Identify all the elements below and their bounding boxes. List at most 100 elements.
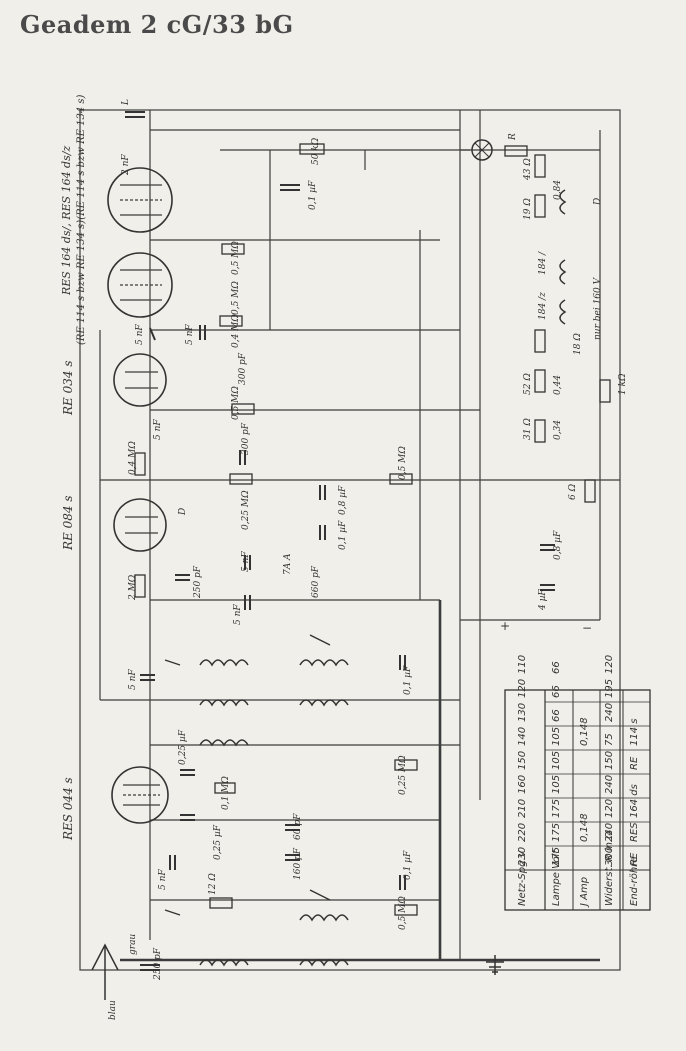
capacitors [125,111,555,971]
table-header-cell: J Amp [579,877,590,908]
label-D2: D [593,198,603,206]
label-tube-re034s: RE 034 s [61,361,75,417]
label-c-4uf: 4 µF [538,589,548,611]
table-cell: 105 [551,775,562,794]
tube-re084s [113,498,167,552]
label-r-05m-d: 0,5 MΩ [398,446,408,480]
table-cell: 150 [517,751,528,770]
label-c-08uf-b: 0,8 µF [553,530,563,560]
label-r-43: 43 Ω [523,158,533,181]
label-r-084: 0,84 [553,180,563,200]
label-c-01uf-c: 0,1 µF [403,665,413,695]
table-header-cell: Netz-Spg.V [517,849,528,906]
table-cell: 120 [517,679,528,698]
ground-symbol [486,955,504,975]
table-cell: 195 [604,679,615,698]
table-cell: 240 [604,775,615,794]
label-blau: blau [108,1000,118,1020]
label-c-025uf: 0,25 µF [178,729,188,765]
table-cell: 66 [551,661,562,674]
table-cell: 175 [551,799,562,818]
label-r-04m: 0,4 MΩ [231,314,241,348]
table-cell: RES [629,822,640,842]
label-c-660pf: 660 pF [311,565,321,598]
table-cell: 120 [604,655,615,674]
label-c-01uf-d: 0,1 µF [403,850,413,880]
label-c-5nf-c: 5 nF [153,419,163,440]
label-c-250pf: 250 pF [193,565,203,599]
label-tube-res044s: RES 044 s [61,777,75,841]
table-cell: RE [629,756,640,770]
label-tube-re084s: RE 084 s [61,496,75,552]
table-cell: 110 [517,655,528,674]
label-r-05m-a: 0,5 MΩ [231,241,241,275]
label-r-044: 0,44 [553,375,563,395]
table-cell: 164 ds [629,784,640,818]
table-cell: 120 [604,799,615,818]
table-cell: 130 [517,703,528,722]
coils [199,189,567,967]
label-c-5nf-e: 5 nF [233,604,243,625]
label-c-2nf: 2 nF [121,154,131,176]
table-cell: 0,148 [579,717,590,746]
label-minus: − [582,621,592,635]
tube-output-1 [107,167,173,233]
label-c-300pf-a: 300 pF [238,352,248,385]
label-c-5nf-d: 5 nF [241,551,251,572]
label-7a: 7A [283,562,293,575]
table-header-cell: Lampe Volt [551,849,562,906]
page-title: Geadem 2 cG/33 bG [20,10,294,39]
label-c-5nf-g: 5 nF [158,869,168,890]
horizontal-lines [100,129,620,901]
tube-output-2 [107,252,173,318]
table-cell: 220 [517,823,528,842]
schematic-frame [79,109,621,971]
label-c-5nf-b: 5 nF [185,324,195,345]
label-tube-out-1: RES 164 ds/, RES 164 ds/z [60,146,73,296]
table-cell: 240 [604,823,615,842]
label-r-18: 18 Ω [573,333,583,355]
label-r-52: 52 Ω [523,373,533,395]
label-L: L [121,99,131,106]
label-plus: + [500,619,510,633]
label-R: R [508,133,518,141]
label-c-01uf-b: 0,1 µF [338,520,348,550]
vertical-lines [99,110,601,960]
label-r-05m-c: 0,5 MΩ [231,386,241,420]
table-cell: 75 [604,733,615,746]
table-cell: 175 [551,847,562,866]
table-cell: 66 [551,685,562,698]
tube-res044s [111,766,169,824]
table-cell: RE [629,852,640,866]
label-grau: grau [128,934,138,955]
table-cell: 140 [517,727,528,746]
table-cell: 105 [551,727,562,746]
label-r-05m-e: 0,5 MΩ [398,896,408,930]
table-cell: 66 [551,709,562,722]
label-tube-out-2: (RE 114 s bzw RE 134 s)(RE 114 s bzw RE … [76,95,87,345]
label-nur-bei: nur bei 160 V [593,276,603,340]
table-cell: 175 [551,823,562,842]
voltage-table: Netz-Spg.V Lampe Volt J Amp Widerst. R in Ω… [504,655,651,911]
label-r-04m-b: 0,4 MΩ [128,441,138,475]
label-r-50k: 50 kΩ [311,137,321,165]
label-r-1k: 1 kΩ [618,373,628,395]
table-cell: 0,148 [579,813,590,842]
label-r-2m: 2 MΩ [128,574,138,601]
label-r-6: 6 Ω [568,483,578,500]
tube-re034s [113,353,167,407]
label-c-300pf-b: 300 pF [241,422,251,455]
label-coil-184b: 184 /z [538,292,548,320]
label-c-250pf-b: 250 pF [153,947,163,981]
label-c-60pf: 60 pF [293,813,303,840]
label-c-5nf-f: 5 nF [128,669,138,690]
switches [164,634,331,916]
label-c-025uf-b: 0,25 µF [213,824,223,860]
antenna-symbol [91,943,119,1000]
table-cell: 230 [517,847,528,866]
label-r-05m-b: 0,5 MΩ [231,281,241,315]
label-A: A [283,553,293,561]
label-c-01uf-a: 0,1 µF [308,180,318,210]
table-header-cell: Widerst. R in Ω [604,831,615,906]
table-cell: 150 [604,751,615,770]
